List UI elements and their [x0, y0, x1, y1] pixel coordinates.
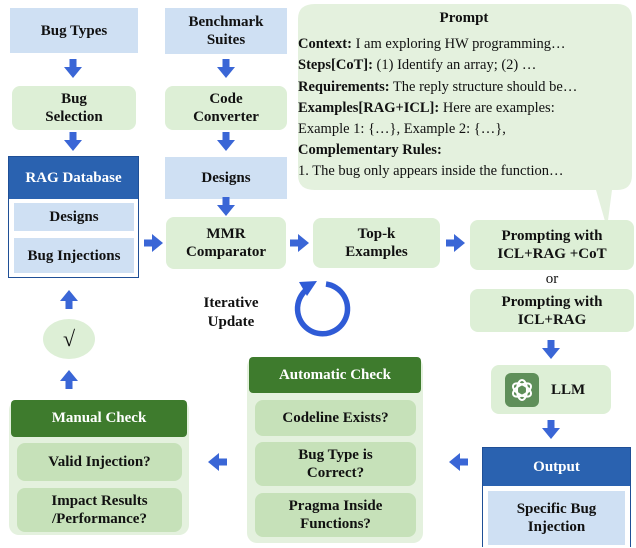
llm-box: LLM	[491, 365, 611, 414]
output-content: Specific Bug Injection	[488, 491, 625, 545]
rag-designs: Designs	[14, 203, 134, 231]
prompt-context: Context: I am exploring HW programming…	[298, 36, 566, 52]
prompt-requirements: Requirements: The reply structure should…	[298, 79, 578, 95]
check-mark-circle: √	[43, 319, 95, 359]
bug-selection-box: Bug Selection	[12, 86, 136, 130]
arrow-down	[217, 59, 235, 78]
auto-check-item: Bug Type is Correct?	[255, 442, 416, 486]
prompt-steps: Steps[CoT]: (1) Identify an array; (2) …	[298, 57, 537, 73]
auto-check-item: Pragma Inside Functions?	[255, 493, 416, 537]
auto-check-item: Codeline Exists?	[255, 400, 416, 436]
arrow-down	[217, 132, 235, 151]
prompt-rules: Complementary Rules:	[298, 142, 442, 158]
arrow-right	[290, 234, 309, 252]
rag-database-title: RAG Database	[9, 157, 138, 199]
arrow-down	[64, 59, 82, 78]
arrow-down	[542, 340, 560, 359]
arrow-down	[217, 197, 235, 216]
prompting-rag-box: Prompting with ICL+RAG	[470, 289, 634, 332]
prompt-title: Prompt	[439, 10, 489, 26]
arrow-up	[60, 290, 78, 309]
prompting-cot-box: Prompting with ICL+RAG +CoT	[470, 220, 634, 270]
designs-box: Designs	[165, 157, 287, 199]
arrow-down	[542, 420, 560, 439]
arrow-right	[144, 234, 163, 252]
arrow-down	[64, 132, 82, 151]
manual-check-item: Valid Injection?	[17, 443, 182, 481]
arrow-left	[208, 453, 227, 471]
arrow-up	[60, 370, 78, 389]
code-converter-box: Code Converter	[165, 86, 287, 130]
benchmark-suites-box: Benchmark Suites	[165, 8, 287, 54]
topk-examples-box: Top-k Examples	[313, 218, 440, 268]
llm-label: LLM	[551, 381, 586, 398]
arrow-left	[449, 453, 468, 471]
prompt-examples-line2: Example 1: {…}, Example 2: {…},	[298, 121, 506, 137]
automatic-check-title: Automatic Check	[249, 357, 421, 393]
arrow-right	[446, 234, 465, 252]
rag-bug-injections: Bug Injections	[14, 238, 134, 273]
manual-check-title: Manual Check	[11, 400, 187, 437]
bug-types-box: Bug Types	[10, 8, 138, 53]
openai-knot-icon	[505, 372, 539, 407]
prompt-examples: Examples[RAG+ICL]: Here are examples:	[298, 100, 555, 116]
manual-check-item: Impact Results /Performance?	[17, 488, 182, 532]
prompt-rules-text: 1. The bug only appears inside the funct…	[298, 163, 564, 179]
iterative-update-label: Iterative Update	[203, 295, 259, 330]
mmr-comparator-box: MMR Comparator	[166, 217, 286, 269]
or-label: or	[545, 271, 559, 287]
output-title: Output	[483, 448, 630, 486]
